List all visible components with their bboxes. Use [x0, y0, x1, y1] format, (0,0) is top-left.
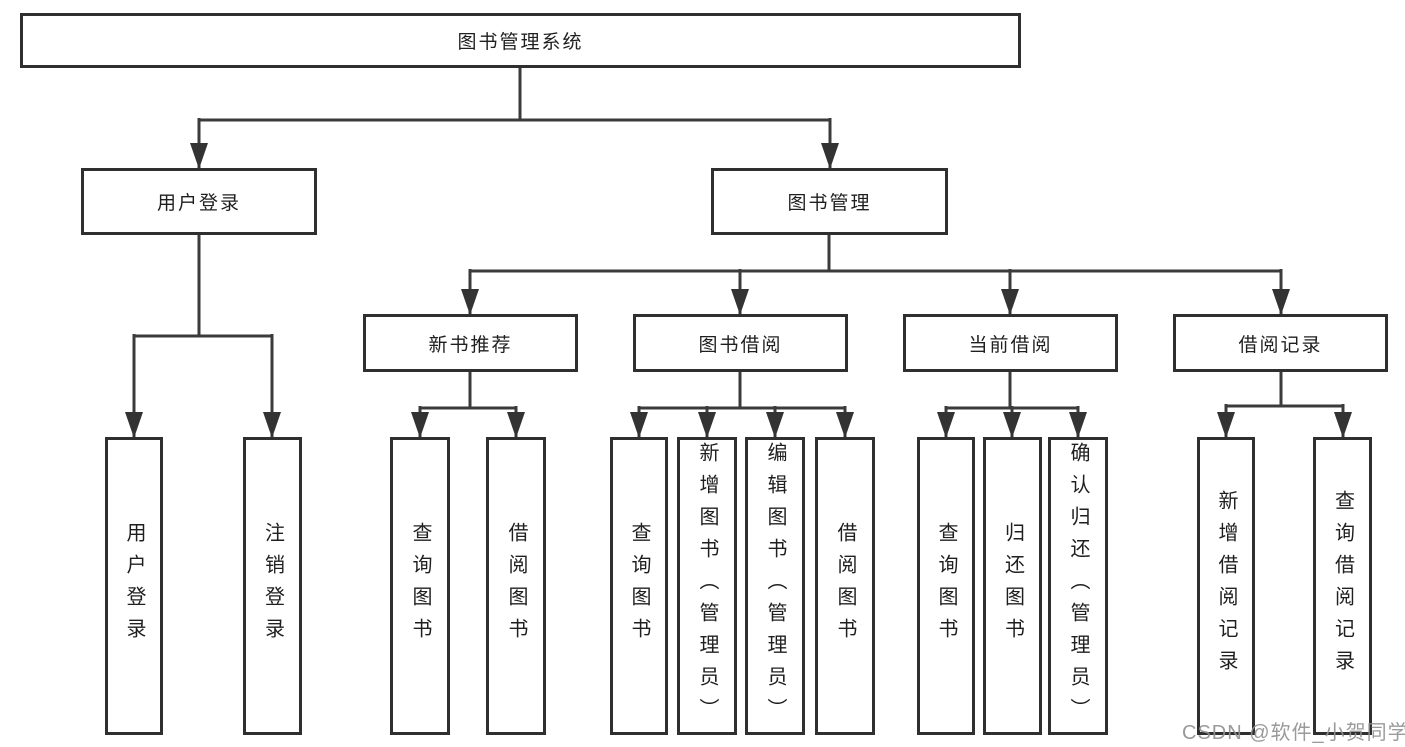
- node-library-system-label: 图书管理系统: [457, 32, 584, 53]
- leaf-query-books-borrowing-label: 查询图书: [628, 522, 650, 650]
- leaf-borrow-books-borrowing-label: 借阅图书: [834, 522, 856, 650]
- node-borrowing-records-label: 借阅记录: [1238, 334, 1323, 356]
- node-new-book-recommend: 新书推荐: [363, 314, 578, 372]
- leaf-query-borrow-record-label: 查询借阅记录: [1331, 490, 1354, 682]
- leaf-query-books-recommend: 查询图书: [390, 437, 450, 735]
- node-new-book-recommend-label: 新书推荐: [428, 334, 513, 356]
- leaf-borrow-books-recommend-label: 借阅图书: [505, 522, 527, 650]
- node-borrowing-records: 借阅记录: [1173, 314, 1388, 372]
- leaf-query-books-recommend-label: 查询图书: [409, 522, 431, 650]
- node-current-borrowing: 当前借阅: [903, 314, 1118, 372]
- leaf-user-login: 用户登录: [105, 437, 163, 735]
- leaf-edit-books-admin: 编辑图书（管理员）: [745, 437, 805, 735]
- leaf-logout-login: 注销登录: [243, 437, 302, 735]
- node-book-management: 图书管理: [711, 168, 948, 235]
- leaf-add-books-admin: 新增图书（管理员）: [677, 437, 737, 735]
- leaf-user-login-label: 用户登录: [123, 522, 145, 650]
- leaf-confirm-return-admin-label: 确认归还（管理员）: [1067, 442, 1089, 730]
- csdn-watermark: CSDN @软件_小贺同学: [1182, 722, 1405, 744]
- node-user-login: 用户登录: [81, 168, 317, 235]
- node-book-management-label: 图书管理: [787, 193, 872, 214]
- leaf-add-books-admin-label: 新增图书（管理员）: [696, 442, 718, 730]
- leaf-borrow-books-recommend: 借阅图书: [486, 437, 546, 735]
- leaf-query-books-current-label: 查询图书: [935, 522, 957, 650]
- leaf-query-books-current: 查询图书: [917, 437, 975, 735]
- leaf-edit-books-admin-label: 编辑图书（管理员）: [764, 442, 786, 730]
- leaf-confirm-return-admin: 确认归还（管理员）: [1048, 437, 1108, 735]
- node-book-borrowing: 图书借阅: [633, 314, 848, 372]
- node-user-login-label: 用户登录: [156, 193, 241, 214]
- node-current-borrowing-label: 当前借阅: [968, 334, 1053, 356]
- leaf-query-borrow-record: 查询借阅记录: [1313, 437, 1372, 735]
- leaf-return-books: 归还图书: [983, 437, 1042, 735]
- leaf-query-books-borrowing: 查询图书: [610, 437, 668, 735]
- leaf-return-books-label: 归还图书: [1001, 522, 1024, 650]
- node-book-borrowing-label: 图书借阅: [698, 334, 783, 356]
- leaf-logout-login-label: 注销登录: [261, 522, 284, 650]
- node-library-system: 图书管理系统: [20, 13, 1021, 68]
- leaf-add-borrow-record-label: 新增借阅记录: [1215, 490, 1237, 682]
- leaf-add-borrow-record: 新增借阅记录: [1197, 437, 1255, 735]
- leaf-borrow-books-borrowing: 借阅图书: [815, 437, 875, 735]
